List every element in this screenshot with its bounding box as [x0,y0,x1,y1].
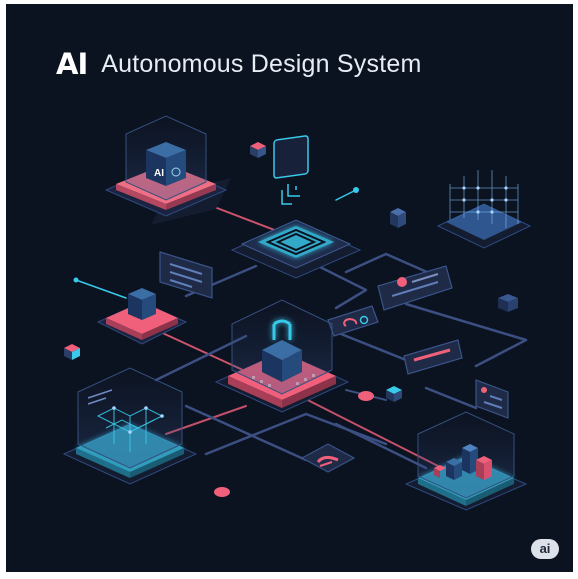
refresh-icon [343,318,358,327]
cube-node-left [96,288,188,345]
logo-ai-icon: AI [56,47,88,81]
chip-dot-icon [171,167,181,177]
circuit-board-node [62,367,198,485]
chat-bubble-far-right [475,379,509,419]
message-panel-left [159,251,213,299]
ai-core-node [214,299,350,413]
wireframe-grid-node [436,170,532,249]
ai-chip-label: AI [154,168,164,179]
message-icon [316,455,339,463]
refresh-panel [327,305,379,337]
floating-cubes [64,142,518,497]
ai-chip-node [104,115,231,225]
illustration-canvas: AI Autonomous Design System [6,4,573,572]
message-hex-node [300,443,356,473]
page-title: Autonomous Design System [101,49,422,78]
isometric-network-scene: AI [62,115,532,511]
ai-badge: ai [531,539,559,559]
status-panel [403,339,463,375]
fingerprint-icon [281,184,300,205]
message-panel-right [377,265,453,311]
circuit-platform-node [230,135,362,279]
blocks-platform-node [404,411,528,511]
header: AI Autonomous Design System [56,46,421,82]
